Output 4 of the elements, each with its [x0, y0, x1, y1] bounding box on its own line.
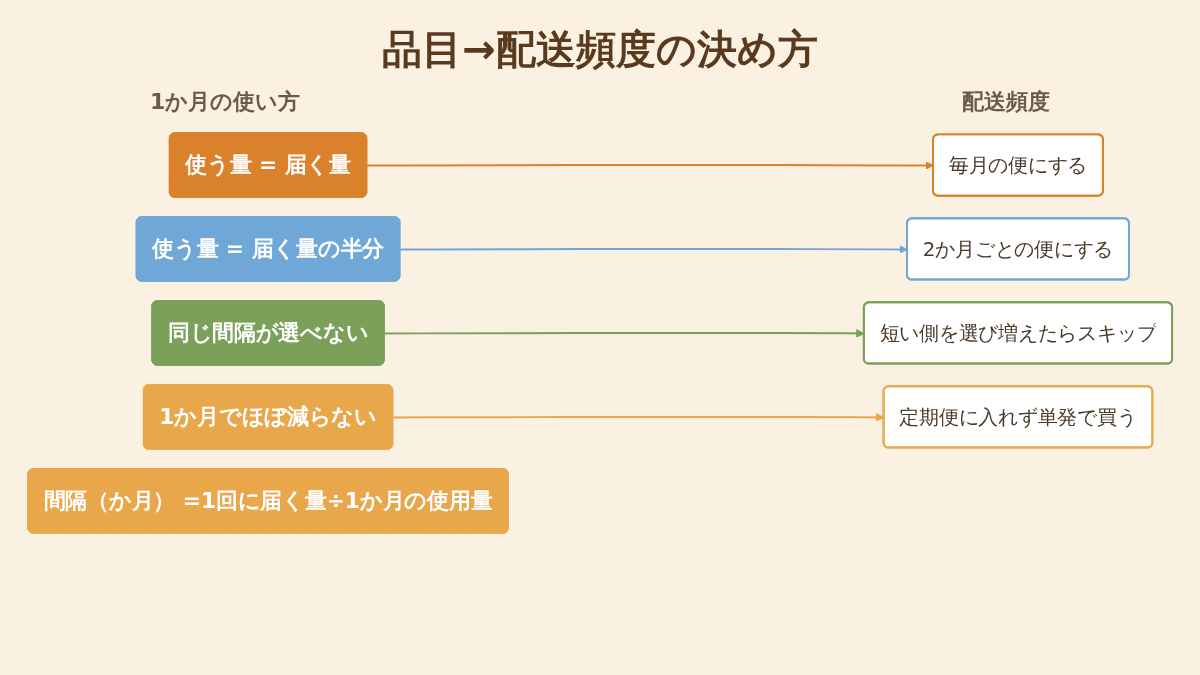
- column-header: 配送頻度: [962, 88, 1050, 116]
- arrow: [366, 161, 934, 170]
- title: 品目→配送頻度の決め方: [381, 25, 819, 74]
- column-header: 1か月の使い方: [150, 88, 301, 116]
